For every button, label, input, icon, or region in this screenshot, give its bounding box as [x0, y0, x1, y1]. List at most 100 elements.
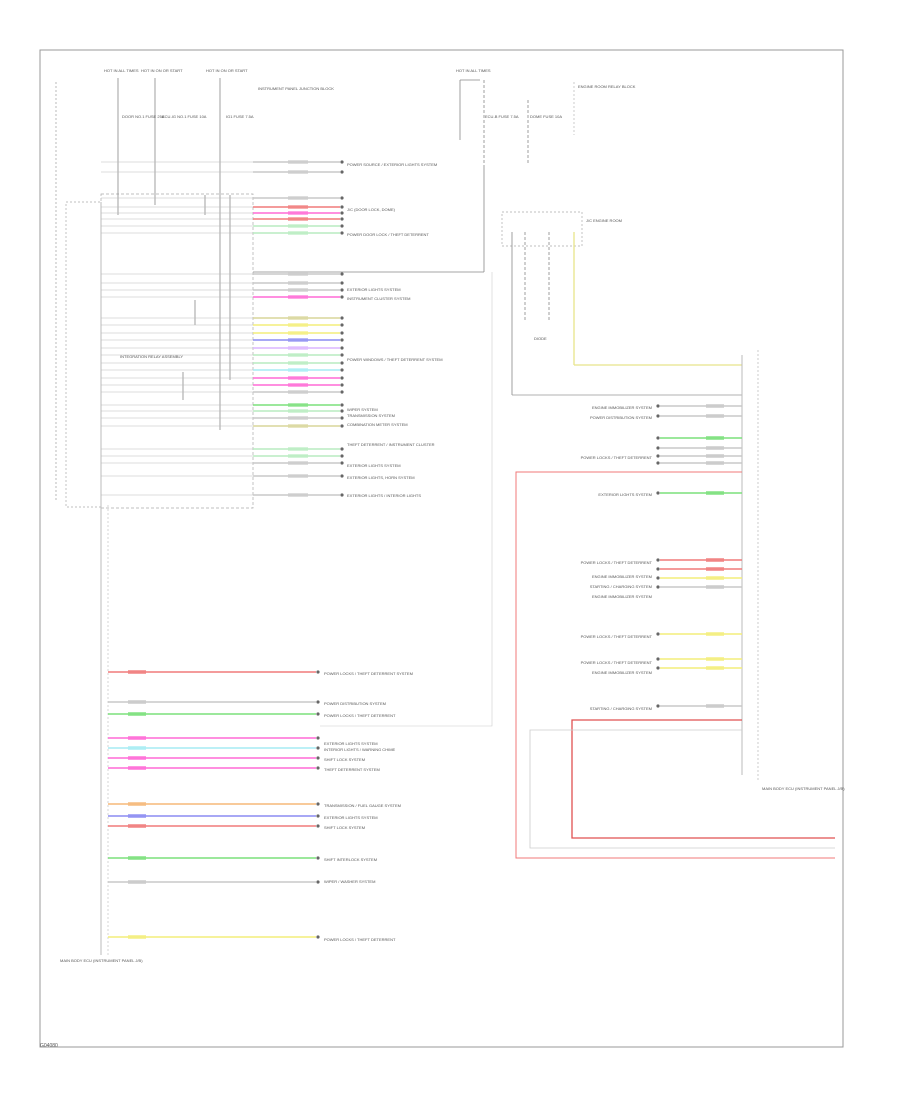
wire-terminal	[656, 704, 660, 708]
wire-color-code	[288, 281, 308, 285]
wire-terminal	[340, 288, 344, 292]
wire-color-code	[706, 657, 724, 661]
system-label: J/C (DOOR LOCK, DOME)	[347, 207, 396, 212]
wire-color-code	[288, 295, 308, 299]
engine-room-relay-label: ENGINE ROOM RELAY BLOCK	[578, 84, 636, 89]
wire-terminal	[656, 576, 660, 580]
wire-terminal	[340, 346, 344, 350]
jc-engine-room-label: J/C ENGINE ROOM	[586, 218, 622, 223]
wire-color-code	[128, 814, 146, 818]
wire-terminal	[340, 272, 344, 276]
wire-terminal	[340, 493, 344, 497]
wire-terminal	[340, 338, 344, 342]
system-label: POWER LOCKS / THEFT DETERRENT	[324, 937, 396, 942]
system-label: STARTING / CHARGING SYSTEM	[590, 584, 652, 589]
wire-color-code	[288, 403, 308, 407]
wire-terminal	[316, 700, 320, 704]
wire-terminal	[340, 409, 344, 413]
wire-color-code	[288, 205, 308, 209]
wire-terminal	[340, 196, 344, 200]
wire-terminal	[316, 802, 320, 806]
wire-color-code	[706, 567, 724, 571]
wire-terminal	[340, 295, 344, 299]
wire-terminal	[340, 447, 344, 451]
system-label: ENGINE IMMOBILIZER SYSTEM	[592, 594, 652, 599]
wire-terminal	[340, 231, 344, 235]
wire-terminal	[656, 632, 660, 636]
system-label: POWER LOCKS / THEFT DETERRENT	[581, 560, 653, 565]
wire-terminal	[340, 454, 344, 458]
wire-terminal	[316, 746, 320, 750]
wire-color-code	[706, 576, 724, 580]
system-label: EXTERIOR LIGHTS, HORN SYSTEM	[347, 475, 415, 480]
system-label: THEFT DETERRENT SYSTEM	[324, 767, 380, 772]
wire-color-code	[288, 424, 308, 428]
wire-terminal	[340, 424, 344, 428]
wire-terminal	[656, 436, 660, 440]
wire-color-code	[288, 454, 308, 458]
wire-color-code	[288, 447, 308, 451]
wire-terminal	[340, 383, 344, 387]
wire-color-code	[706, 666, 724, 670]
wire-color-code	[706, 414, 724, 418]
system-label: EXTERIOR LIGHTS SYSTEM	[347, 287, 401, 292]
wire-color-code	[128, 935, 146, 939]
system-label: INTERIOR LIGHTS / WARNING CHIME	[324, 747, 396, 752]
wire-color-code	[288, 288, 308, 292]
fuse-label: IG1 FUSE 7.5A	[226, 114, 254, 119]
wire-color-code	[128, 670, 146, 674]
wire-terminal	[340, 281, 344, 285]
wire-color-code	[288, 217, 308, 221]
wire-terminal	[316, 880, 320, 884]
system-label: WIPER SYSTEM	[347, 407, 378, 412]
wire-terminal	[340, 353, 344, 357]
wire-terminal	[656, 666, 660, 670]
wire-color-code	[288, 493, 308, 497]
wire-color-code	[706, 461, 724, 465]
wire-terminal	[340, 217, 344, 221]
wire-color-code	[288, 331, 308, 335]
system-label: EXTERIOR LIGHTS SYSTEM	[324, 741, 378, 746]
wire-terminal	[656, 404, 660, 408]
integration-relay-box	[65, 201, 102, 508]
system-label: POWER DOOR LOCK / THEFT DETERRENT	[347, 232, 429, 237]
wire-terminal	[316, 856, 320, 860]
system-label: POWER LOCKS / THEFT DETERRENT	[324, 713, 396, 718]
system-label: SHIFT LOCK SYSTEM	[324, 757, 365, 762]
system-label: EXTERIOR LIGHTS SYSTEM	[598, 492, 652, 497]
wire-terminal	[340, 416, 344, 420]
right-ecu-label: MAIN BODY ECU (INSTRUMENT PANEL J/B)	[762, 786, 845, 791]
wire-color-code	[288, 416, 308, 420]
wire-color-code	[288, 353, 308, 357]
wire-color-code	[128, 856, 146, 860]
fuse-label: DOME FUSE 10A	[530, 114, 562, 119]
wire-color-code	[288, 368, 308, 372]
wire-color-code	[288, 316, 308, 320]
wire-color-code	[128, 824, 146, 828]
system-label: POWER WINDOWS / THEFT DETERRENT SYSTEM	[347, 357, 443, 362]
wire-color-code	[288, 231, 308, 235]
wire-terminal	[316, 736, 320, 740]
wire-terminal	[656, 454, 660, 458]
wire-terminal	[656, 461, 660, 465]
wire-color-code	[706, 436, 724, 440]
wire-terminal	[340, 368, 344, 372]
wire-color-code	[706, 704, 724, 708]
wire-color-code	[706, 585, 724, 589]
wire-terminal	[316, 670, 320, 674]
wire-terminal	[316, 935, 320, 939]
power-source-label: HOT IN ON OR START	[141, 68, 183, 73]
wire-terminal	[316, 766, 320, 770]
system-label: POWER DISTRIBUTION SYSTEM	[590, 415, 652, 420]
wire-color-code	[128, 766, 146, 770]
wire-color-code	[288, 346, 308, 350]
wire-terminal	[316, 756, 320, 760]
wire-color-code	[128, 756, 146, 760]
integration-relay-label: INTEGRATION RELAY ASSEMBLY	[120, 354, 183, 359]
wire-color-code	[706, 404, 724, 408]
wire-terminal	[340, 403, 344, 407]
system-label: POWER LOCKS / THEFT DETERRENT	[581, 455, 653, 460]
wire-terminal	[340, 211, 344, 215]
cross-link-wire	[320, 272, 493, 727]
